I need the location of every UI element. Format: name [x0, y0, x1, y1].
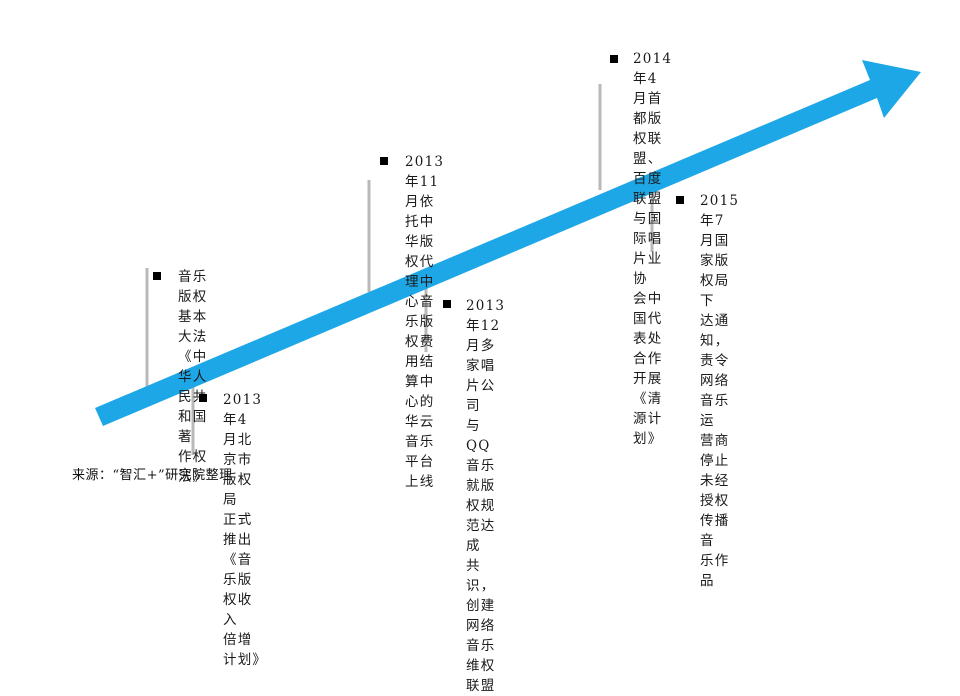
event-3-text: 2013年11月依托中华版 权代理中心音乐版权费 用结算中心的华云音乐 平台上线 [405, 154, 445, 490]
event-1-text: 音乐版权基本大法 《中华人民共和国著 作权法》 [178, 269, 208, 485]
event-4-text: 2013年12月多家唱片公司 与QQ音乐就版权规范达成 共识，创建网络音乐维权 … [466, 298, 506, 694]
bullet-icon [380, 157, 388, 165]
bullet-icon [610, 55, 618, 63]
timeline-arrow [95, 60, 921, 426]
timeline-diagram [95, 60, 921, 455]
event-2-text: 2013年4月北京市版权局 正式推出《音乐版权收入 倍增计划》 [223, 392, 268, 668]
bullet-icon [199, 394, 207, 402]
source-note: 来源：“智汇+”研究院整理 [72, 468, 233, 483]
bullet-icon [153, 272, 161, 280]
bullet-icon [443, 300, 451, 308]
event-5-text: 2014年4月首都版权联盟、 百度联盟与国际唱片业协 会中国代表处合作开展 《清… [633, 51, 673, 447]
bullet-icon [676, 196, 684, 204]
event-6-text: 2015年7月国家版权局下 达通知，责令网络音乐运 营商停止未经授权传播音 乐作… [700, 193, 740, 589]
